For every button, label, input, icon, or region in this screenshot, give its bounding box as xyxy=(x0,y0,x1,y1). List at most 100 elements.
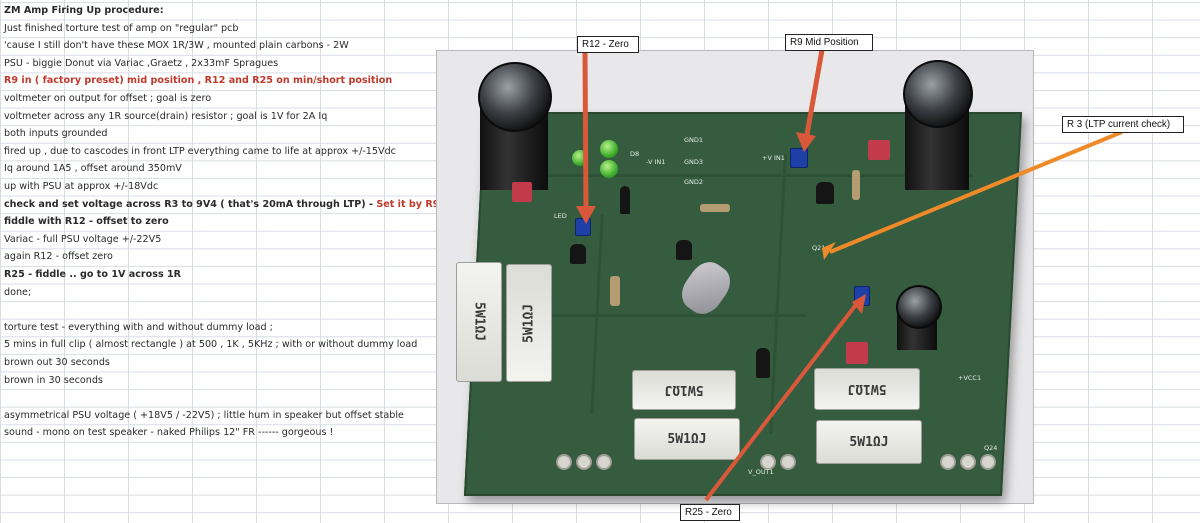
note-line: Just finished torture test of amp on "re… xyxy=(4,20,239,37)
note-text: Iq around 1A5 , offset around 350mV xyxy=(4,163,182,175)
note-text: brown out 30 seconds xyxy=(4,357,110,368)
terminal-pad xyxy=(780,454,796,470)
note-text: R9 in ( factory preset) mid position , R… xyxy=(4,75,393,87)
note-text: ZM Amp Firing Up procedure: xyxy=(4,5,164,16)
note-line: ZM Amp Firing Up procedure: xyxy=(4,2,164,19)
film-capacitor xyxy=(868,140,890,160)
note-text: 5 mins in full clip ( almost rectangle )… xyxy=(4,339,418,351)
terminal-pad xyxy=(596,454,612,470)
note-text: sound - mono on test speaker - naked Phi… xyxy=(4,427,334,439)
transistor xyxy=(620,186,630,214)
silk-vcc: +VCC1 xyxy=(958,374,982,382)
silk-d8: D8 xyxy=(630,150,640,158)
note-line: R9 in ( factory preset) mid position , R… xyxy=(4,72,392,89)
transistor xyxy=(756,348,770,378)
note-line: voltmeter on output for offset ; goal is… xyxy=(4,90,211,107)
note-line: voltmeter across any 1R source(drain) re… xyxy=(4,108,327,125)
note-line: R25 - fiddle .. go to 1V across 1R xyxy=(4,266,181,283)
callout-r12: R12 - Zero xyxy=(577,36,639,53)
note-line: sound - mono on test speaker - naked Phi… xyxy=(4,424,333,441)
note-line: check and set voltage across R3 to 9V4 (… xyxy=(4,196,439,213)
power-resistor-1: 5W1ΩJ xyxy=(456,262,502,382)
power-resistor-4: 5W1ΩJ xyxy=(634,418,740,460)
note-line: done; xyxy=(4,284,31,301)
note-text: done; xyxy=(4,286,32,298)
note-text: again R12 - offset zero xyxy=(4,251,113,263)
note-text: Variac - full PSU voltage +/-22V5 xyxy=(4,233,162,245)
transistor xyxy=(676,240,692,260)
note-line: up with PSU at approx +/-18Vdc xyxy=(4,178,158,195)
resistor-label: 5W1ΩJ xyxy=(664,382,704,398)
note-text: voltmeter across any 1R source(drain) re… xyxy=(4,110,328,122)
silk-vin-left: -V IN1 xyxy=(646,158,666,166)
small-resistor xyxy=(610,276,620,306)
trimmer-r12 xyxy=(575,218,591,236)
note-line: again R12 - offset zero xyxy=(4,248,113,265)
small-resistor xyxy=(852,170,860,200)
silk-gnd2: GND2 xyxy=(684,178,704,186)
terminal-pad xyxy=(576,454,592,470)
note-text: voltmeter on output for offset ; goal is… xyxy=(4,93,212,104)
silk-led: LED xyxy=(554,212,567,220)
note-text: fiddle with R12 - offset to zero xyxy=(4,216,169,228)
silk-q21: Q21 xyxy=(812,244,826,252)
power-resistor-5: 5W1ΩJ xyxy=(814,368,920,410)
resistor-label: 5W1ΩJ xyxy=(849,434,889,450)
note-text: both inputs grounded xyxy=(4,128,108,140)
note-line: 'cause I still don't have these MOX 1R/3… xyxy=(4,37,349,54)
note-line: both inputs grounded xyxy=(4,125,108,142)
note-text: check and set voltage across R3 to 9V4 (… xyxy=(4,198,377,210)
transistor xyxy=(816,182,834,204)
callout-r9: R9 Mid Position xyxy=(785,34,873,51)
note-highlight: Set it by R9 xyxy=(376,198,440,210)
note-text: asymmetrical PSU voltage ( +18V5 / -22V5… xyxy=(4,409,404,421)
pcb-trace xyxy=(512,174,973,177)
capacitor-right xyxy=(903,60,973,128)
callout-r25: R25 - Zero xyxy=(680,504,740,521)
silk-vin-right: +V IN1 xyxy=(762,154,785,162)
note-text: 'cause I still don't have these MOX 1R/3… xyxy=(4,40,349,52)
film-capacitor xyxy=(512,182,532,202)
silk-gnd1: GND1 xyxy=(684,136,704,144)
resistor-label: 5W1ΩJ xyxy=(471,302,487,342)
terminal-pad xyxy=(960,454,976,470)
note-line: Variac - full PSU voltage +/-22V5 xyxy=(4,231,161,248)
film-capacitor xyxy=(846,342,868,364)
note-text: fired up , due to cascodes in front LTP … xyxy=(4,145,396,157)
note-text: up with PSU at approx +/-18Vdc xyxy=(4,181,159,192)
note-line: brown out 30 seconds xyxy=(4,354,110,371)
note-line: PSU - biggie Donut via Variac ,Graetz , … xyxy=(4,55,278,72)
note-line: brown in 30 seconds xyxy=(4,372,103,389)
pcb-trace xyxy=(769,154,787,434)
callout-r3: R 3 (LTP current check) xyxy=(1062,116,1184,133)
terminal-pad xyxy=(980,454,996,470)
led-1 xyxy=(572,150,588,166)
trimmer-r9 xyxy=(790,148,808,168)
terminal-pad xyxy=(556,454,572,470)
trimmer-r25 xyxy=(854,286,870,306)
capacitor-left xyxy=(478,62,552,132)
note-text: R25 - fiddle .. go to 1V across 1R xyxy=(4,269,182,280)
silk-q24: Q24 xyxy=(984,444,998,452)
note-text: Just finished torture test of amp on "re… xyxy=(4,22,239,34)
power-resistor-6: 5W1ΩJ xyxy=(816,420,922,464)
silk-gnd3: GND3 xyxy=(684,158,704,166)
capacitor-small xyxy=(896,285,942,329)
note-line: fired up , due to cascodes in front LTP … xyxy=(4,143,396,160)
led-3 xyxy=(600,160,618,178)
note-text: brown in 30 seconds xyxy=(4,374,103,386)
resistor-label: 5W1ΩJ xyxy=(667,431,707,447)
silk-vout: V_OUT1 xyxy=(748,468,774,476)
note-line: fiddle with R12 - offset to zero xyxy=(4,213,169,230)
transistor xyxy=(570,244,586,264)
small-resistor xyxy=(700,204,730,212)
led-2 xyxy=(600,140,618,158)
power-resistor-2: 5W1ΩJ xyxy=(506,264,552,382)
resistor-label: 5W1ΩJ xyxy=(847,381,887,397)
note-text: torture test - everything with and witho… xyxy=(4,321,273,333)
power-resistor-3: 5W1ΩJ xyxy=(632,370,736,410)
resistor-label: 5W1ΩJ xyxy=(521,303,537,343)
note-line: 5 mins in full clip ( almost rectangle )… xyxy=(4,336,417,353)
note-line: torture test - everything with and witho… xyxy=(4,319,273,336)
note-line: Iq around 1A5 , offset around 350mV xyxy=(4,160,182,177)
